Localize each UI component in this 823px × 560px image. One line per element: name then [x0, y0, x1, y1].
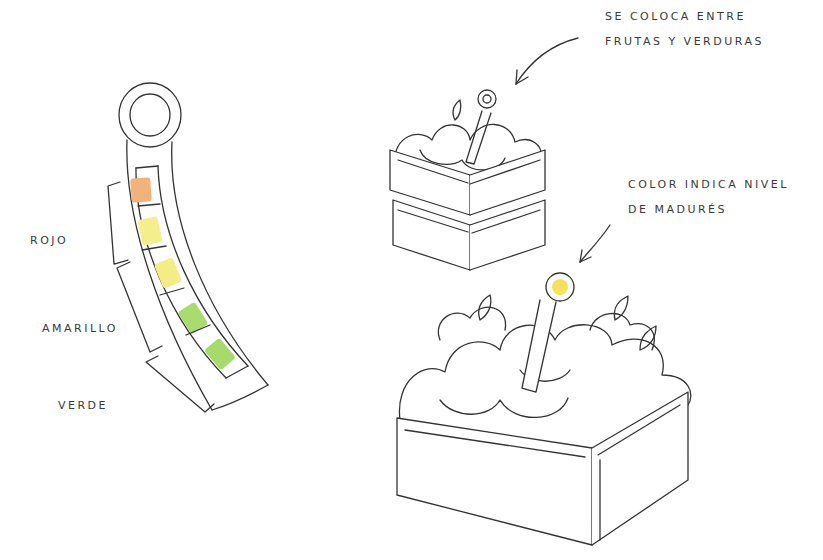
bracket	[108, 182, 214, 412]
note-text: SE COLOCA ENTRE FRUTAS Y VERDURAS	[605, 4, 777, 54]
color-label: AMARILLO	[42, 316, 182, 341]
fruit-crate	[397, 273, 691, 545]
ripeness-strip	[119, 83, 268, 410]
leader-arrow	[516, 38, 610, 262]
stacked-crates	[390, 90, 545, 270]
color-label: VERDE	[58, 393, 178, 418]
note-text: COLOR INDICA NIVEL DE MADURÉS	[628, 172, 790, 222]
color-label: ROJO	[30, 228, 150, 253]
